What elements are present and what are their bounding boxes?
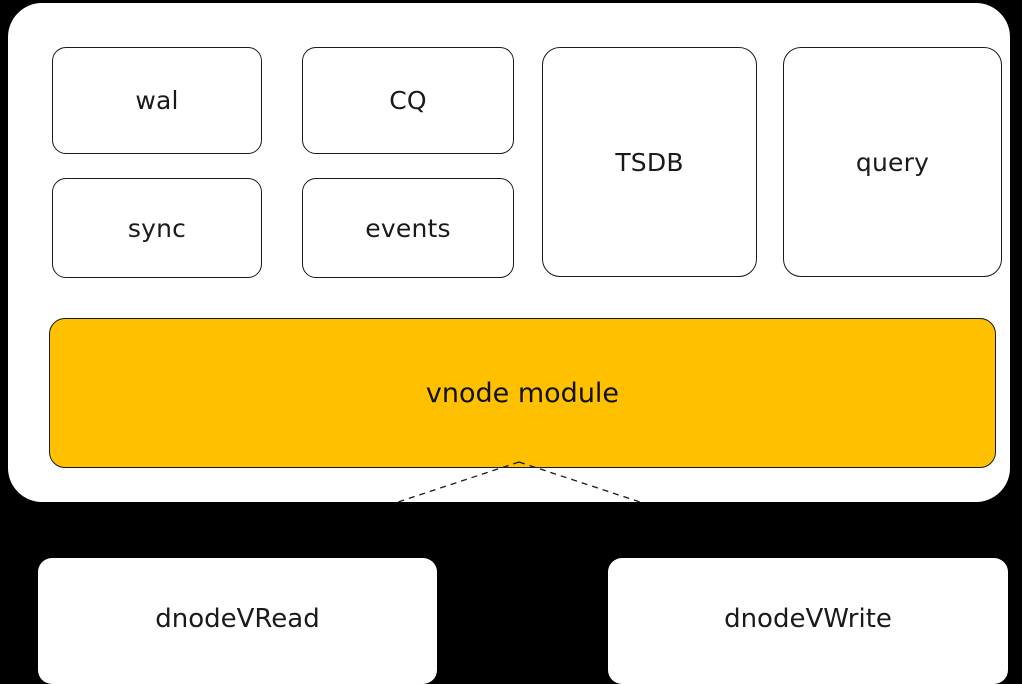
- module-label-tsdb: TSDB: [615, 147, 684, 177]
- module-box-tsdb[interactable]: TSDB: [542, 47, 757, 277]
- module-box-query[interactable]: query: [783, 47, 1002, 277]
- dnode-label-vwrite: dnodeVWrite: [724, 604, 892, 634]
- vnode-container: wal CQ sync events TSDB query vnode modu…: [8, 3, 1010, 502]
- module-box-sync[interactable]: sync: [52, 178, 262, 278]
- module-label-sync: sync: [127, 213, 187, 243]
- diagram-canvas: wal CQ sync events TSDB query vnode modu…: [8, 3, 1010, 684]
- module-label-events: events: [365, 213, 451, 243]
- dnode-box-vread[interactable]: dnodeVRead: [38, 558, 437, 684]
- vnode-module-label: vnode module: [425, 377, 620, 409]
- module-box-events[interactable]: events: [302, 178, 514, 278]
- module-box-wal[interactable]: wal: [52, 47, 262, 154]
- module-label-query: query: [855, 147, 930, 177]
- module-label-cq: CQ: [389, 86, 427, 115]
- dnode-label-vread: dnodeVRead: [155, 604, 320, 634]
- module-box-cq[interactable]: CQ: [302, 47, 514, 154]
- module-label-wal: wal: [135, 86, 179, 115]
- vnode-module-bar[interactable]: vnode module: [49, 318, 996, 468]
- dnode-box-vwrite[interactable]: dnodeVWrite: [608, 558, 1008, 684]
